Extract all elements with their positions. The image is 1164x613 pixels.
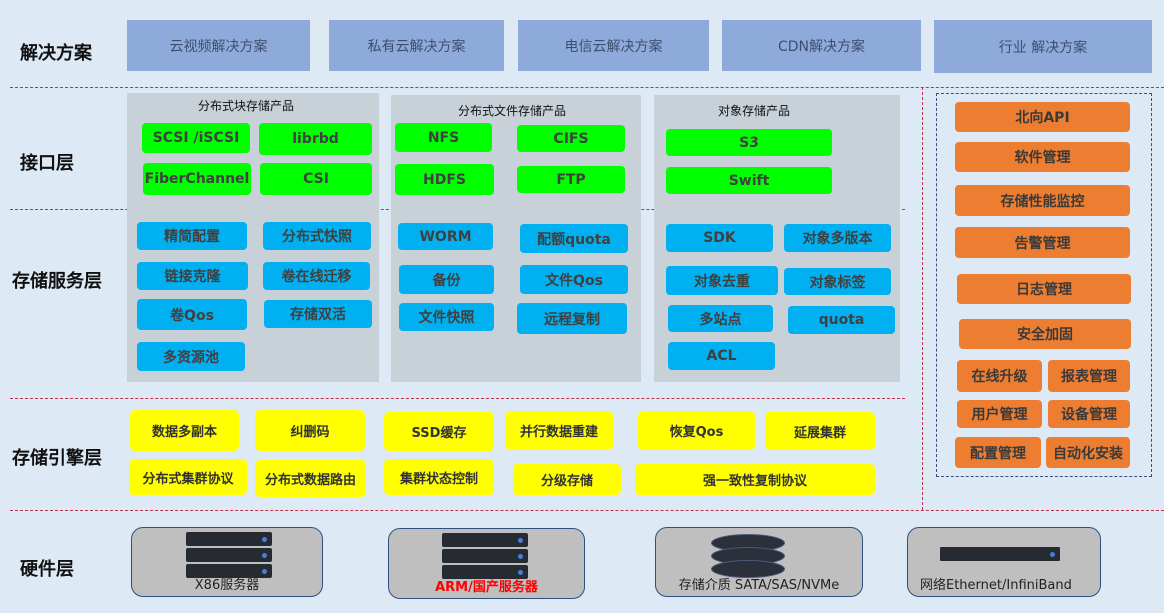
layer-label-hardware: 硬件层 xyxy=(20,559,74,580)
service-distributed-snapshot[interactable]: 分布式快照 xyxy=(263,222,371,250)
layer-label-interface: 接口层 xyxy=(20,153,74,174)
interface-hdfs[interactable]: HDFS xyxy=(395,164,494,195)
solution-industry[interactable]: 行业 解决方案 xyxy=(934,20,1152,73)
interface-librbd[interactable]: librbd xyxy=(259,123,372,155)
mgmt-report[interactable]: 报表管理 xyxy=(1048,360,1130,392)
service-sdk[interactable]: SDK xyxy=(666,224,773,252)
interface-csi[interactable]: CSI xyxy=(260,163,372,195)
service-worm[interactable]: WORM xyxy=(398,223,493,250)
service-file-qos[interactable]: 文件Qos xyxy=(520,265,628,294)
hardware-label: 存储介质 SATA/SAS/NVMe xyxy=(678,578,840,593)
engine-parallel-rebuild[interactable]: 并行数据重建 xyxy=(505,411,613,450)
solution-cdn[interactable]: CDN解决方案 xyxy=(722,20,921,71)
service-volume-qos[interactable]: 卷Qos xyxy=(137,299,247,330)
solution-video-cloud[interactable]: 云视频解决方案 xyxy=(127,20,310,71)
service-quota-file[interactable]: 配额quota xyxy=(520,224,628,253)
engine-stretch-cluster[interactable]: 延展集群 xyxy=(765,412,875,450)
panel-title-file: 分布式文件存储产品 xyxy=(457,103,566,118)
service-acl[interactable]: ACL xyxy=(668,342,775,370)
divider-vertical xyxy=(922,87,923,510)
interface-cifs[interactable]: CIFS xyxy=(517,125,625,152)
solution-telecom-cloud[interactable]: 电信云解决方案 xyxy=(518,20,709,71)
mgmt-software[interactable]: 软件管理 xyxy=(955,142,1130,172)
service-object-dedup[interactable]: 对象去重 xyxy=(666,266,778,295)
service-volume-migration[interactable]: 卷在线迁移 xyxy=(263,262,370,290)
panel-title-object: 对象存储产品 xyxy=(717,103,790,118)
service-quota-object[interactable]: quota xyxy=(788,306,895,334)
mgmt-config[interactable]: 配置管理 xyxy=(955,437,1041,468)
layer-label-solutions: 解决方案 xyxy=(20,43,92,64)
mgmt-northbound-api[interactable]: 北向API xyxy=(955,102,1130,132)
interface-s3[interactable]: S3 xyxy=(666,129,832,156)
hardware-label: X86服务器 xyxy=(194,578,260,593)
service-thin-provisioning[interactable]: 精简配置 xyxy=(137,222,247,250)
service-file-snapshot[interactable]: 文件快照 xyxy=(399,303,494,331)
engine-data-routing[interactable]: 分布式数据路由 xyxy=(255,460,366,497)
engine-erasure-code[interactable]: 纠删码 xyxy=(255,410,365,451)
service-remote-replication[interactable]: 远程复制 xyxy=(517,303,627,334)
mgmt-user[interactable]: 用户管理 xyxy=(957,400,1042,428)
mgmt-online-upgrade[interactable]: 在线升级 xyxy=(957,360,1042,392)
service-object-versioning[interactable]: 对象多版本 xyxy=(784,224,891,252)
divider xyxy=(10,398,905,399)
mgmt-device[interactable]: 设备管理 xyxy=(1048,400,1130,428)
interface-iscsi[interactable]: SCSI /iSCSI xyxy=(142,123,250,153)
service-object-tagging[interactable]: 对象标签 xyxy=(784,268,891,295)
engine-tiered-storage[interactable]: 分级存储 xyxy=(513,464,621,495)
hardware-x86-server: X86服务器 xyxy=(131,527,323,597)
engine-strong-consistency[interactable]: 强一致性复制协议 xyxy=(635,464,875,495)
mgmt-security[interactable]: 安全加固 xyxy=(959,319,1131,349)
interface-nfs[interactable]: NFS xyxy=(395,123,492,152)
service-multi-pool[interactable]: 多资源池 xyxy=(137,342,245,371)
mgmt-log[interactable]: 日志管理 xyxy=(957,274,1131,304)
service-linked-clone[interactable]: 链接克隆 xyxy=(137,262,248,290)
divider xyxy=(10,510,1164,511)
mgmt-auto-install[interactable]: 自动化安装 xyxy=(1046,437,1130,468)
interface-ftp[interactable]: FTP xyxy=(517,166,625,193)
solution-private-cloud[interactable]: 私有云解决方案 xyxy=(329,20,504,71)
interface-fiberchannel[interactable]: FiberChannel xyxy=(143,163,251,195)
service-backup[interactable]: 备份 xyxy=(399,265,494,294)
management-panel xyxy=(936,93,1152,477)
engine-ssd-cache[interactable]: SSD缓存 xyxy=(384,412,494,451)
engine-cluster-protocol[interactable]: 分布式集群协议 xyxy=(129,459,247,495)
service-multi-site[interactable]: 多站点 xyxy=(668,305,773,332)
engine-cluster-state[interactable]: 集群状态控制 xyxy=(384,459,494,495)
service-active-active[interactable]: 存储双活 xyxy=(264,300,372,328)
engine-multi-replica[interactable]: 数据多副本 xyxy=(130,410,239,451)
hardware-network: 网络Ethernet/InfiniBand xyxy=(907,527,1101,597)
layer-label-engine: 存储引擎层 xyxy=(12,448,102,469)
hardware-label: ARM/国产服务器 xyxy=(435,580,538,595)
hardware-arm-server: ARM/国产服务器 xyxy=(388,528,585,599)
divider xyxy=(10,87,1164,88)
layer-label-service: 存储服务层 xyxy=(12,271,102,292)
hardware-storage-media: 存储介质 SATA/SAS/NVMe xyxy=(655,527,863,597)
interface-swift[interactable]: Swift xyxy=(666,167,832,194)
mgmt-alarm[interactable]: 告警管理 xyxy=(955,227,1130,258)
panel-title-block: 分布式块存储产品 xyxy=(197,98,294,113)
hardware-label: 网络Ethernet/InfiniBand xyxy=(920,578,1072,593)
mgmt-performance-monitor[interactable]: 存储性能监控 xyxy=(955,185,1130,216)
engine-recovery-qos[interactable]: 恢复Qos xyxy=(638,411,755,450)
